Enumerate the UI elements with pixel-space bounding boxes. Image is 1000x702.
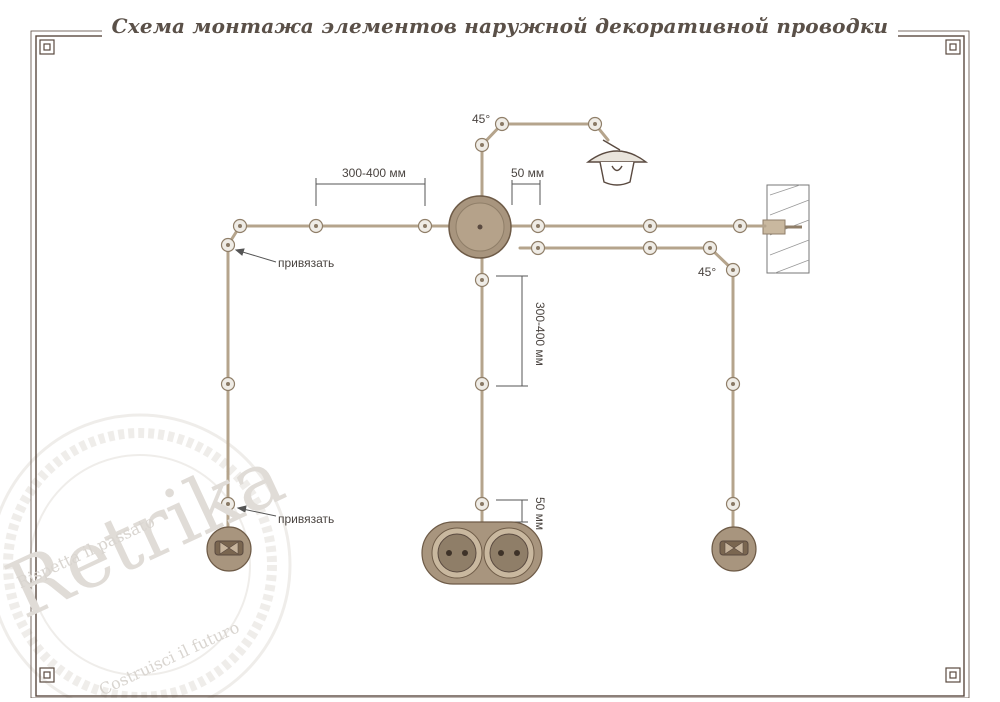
wall-section [762, 184, 810, 274]
decorative-frame [30, 30, 970, 699]
page-title-text: Схема монтажа элементов наружной декорат… [101, 14, 899, 38]
frame-corner-top-right [945, 39, 961, 55]
page-title: Схема монтажа элементов наружной декорат… [0, 14, 1000, 38]
dimension-lines [315, 178, 541, 523]
insulator-screw [536, 224, 540, 228]
insulator-screw [226, 502, 230, 506]
wire-lines [226, 122, 767, 532]
insulator-screw [731, 502, 735, 506]
insulator-screw [480, 278, 484, 282]
double-socket [421, 521, 543, 585]
frame-corner-bottom-right [945, 667, 961, 683]
label-offset-top: 50 мм [511, 166, 545, 180]
insulator-screw [226, 243, 230, 247]
insulator-screw [593, 122, 597, 126]
insulator-screw [226, 382, 230, 386]
dimension-vertical [496, 275, 528, 387]
insulator-screw [648, 246, 652, 250]
dimension-offset-top [511, 180, 541, 205]
label-spacing-horizontal: 300-400 мм [342, 166, 406, 180]
label-angle-right: 45° [698, 265, 717, 279]
label-spacing-vertical: 300-400 мм [533, 302, 547, 366]
insulator-screw [423, 224, 427, 228]
insulator-screw [238, 224, 242, 228]
switch-left [206, 526, 252, 572]
insulator-screw [480, 143, 484, 147]
label-offset-bottom: 50 мм [533, 497, 547, 531]
dimension-horizontal [315, 178, 426, 206]
insulator-screw [314, 224, 318, 228]
dimension-offset-bottom [496, 499, 528, 523]
insulator-screw [731, 268, 735, 272]
tie-arrows [234, 248, 277, 517]
label-tie-lower: привязать [278, 512, 335, 526]
insulator-screw [480, 382, 484, 386]
insulator-screw [731, 382, 735, 386]
label-angle-top: 45° [472, 112, 491, 126]
insulator-group [220, 116, 748, 512]
label-tie-upper: привязать [278, 256, 335, 270]
insulator-screw [708, 246, 712, 250]
junction-box [448, 195, 512, 259]
insulator-screw [738, 224, 742, 228]
insulator-screw [480, 502, 484, 506]
frame-corner-bottom-left [39, 667, 55, 683]
wire-right-lower [518, 246, 735, 532]
frame-corner-top-left [39, 39, 55, 55]
watermark-seal [0, 413, 292, 702]
switch-right [711, 526, 757, 572]
insulator-screw [536, 246, 540, 250]
lamp-fixture [585, 139, 649, 186]
insulator-screw [648, 224, 652, 228]
insulator-screw [500, 122, 504, 126]
